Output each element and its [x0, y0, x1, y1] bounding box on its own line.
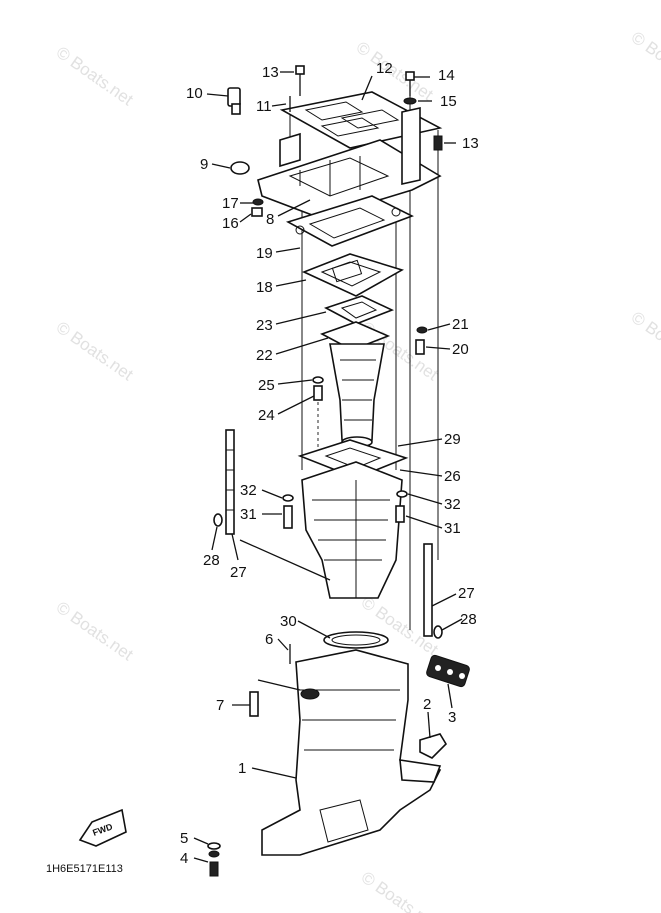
watermark: © Boats.net — [358, 868, 442, 913]
callout-12: 12 — [376, 60, 393, 77]
callout-25: 25 — [258, 377, 275, 394]
callout-22: 22 — [256, 347, 273, 364]
callout-14: 14 — [438, 67, 455, 84]
part-27-rubber-strip-right — [423, 543, 433, 637]
fwd-arrow-icon: FWD — [78, 808, 127, 847]
callout-8: 8 — [266, 211, 274, 228]
callout-labels: 13 12 14 15 13 10 11 9 17 16 8 19 18 23 … — [180, 60, 479, 867]
callout-27-right: 27 — [458, 585, 475, 602]
watermark: © Boats.net — [53, 43, 137, 110]
watermark: © Boats.net — [628, 28, 661, 95]
callout-31-left: 31 — [240, 506, 257, 523]
part-29-damper — [323, 631, 389, 649]
part-18-plate — [301, 253, 405, 297]
callout-32-right: 32 — [444, 496, 461, 513]
callout-11: 11 — [256, 98, 272, 115]
hardware — [207, 65, 443, 877]
callout-18: 18 — [256, 279, 273, 296]
part-19-gasket — [285, 195, 414, 247]
callout-2: 2 — [423, 696, 431, 713]
callout-1: 1 — [238, 760, 246, 777]
callout-7: 7 — [216, 697, 224, 714]
callout-19: 19 — [256, 245, 273, 262]
watermark: © Boats.net — [628, 308, 661, 375]
callout-17: 17 — [222, 195, 239, 212]
callout-4: 4 — [180, 850, 188, 867]
callout-13: 13 — [262, 64, 279, 81]
callout-10: 10 — [186, 85, 203, 102]
part-3-grommet — [426, 654, 470, 688]
part-23-gasket — [323, 295, 395, 325]
drive-shaft-housing-upper — [301, 461, 403, 599]
callout-27-left: 27 — [230, 564, 247, 581]
callout-3: 3 — [448, 709, 456, 726]
watermark: © Boats.net — [53, 318, 137, 385]
part-27-rubber-strip-left — [225, 429, 235, 535]
part-1-lower-casing — [261, 649, 442, 856]
diagram-code: 1H6E5171E113 — [46, 863, 123, 875]
callout-23: 23 — [256, 317, 273, 334]
callout-29: 30 — [280, 613, 297, 630]
callout-28-right: 28 — [460, 611, 477, 628]
callout-28-left: 28 — [203, 552, 220, 569]
callout-6: 6 — [265, 631, 273, 648]
callout-30: 29 — [444, 431, 461, 448]
callout-24: 24 — [258, 407, 275, 424]
callout-9: 9 — [200, 156, 208, 173]
part-2-anode — [419, 733, 448, 759]
part-8-upper-casing-plate — [257, 107, 442, 219]
callout-21: 21 — [452, 316, 469, 333]
callout-31-right: 31 — [444, 520, 461, 537]
callout-32-left: 32 — [240, 482, 257, 499]
callout-15: 15 — [440, 93, 457, 110]
callout-16: 16 — [222, 215, 239, 232]
callout-26: 26 — [444, 468, 461, 485]
part-12-top-cover-gasket — [279, 91, 443, 149]
watermark: © Boats.net — [53, 598, 137, 665]
callout-20: 20 — [452, 341, 469, 358]
callout-5: 5 — [180, 830, 188, 847]
callout-13-right: 13 — [462, 135, 479, 152]
leader-lines — [193, 71, 463, 863]
